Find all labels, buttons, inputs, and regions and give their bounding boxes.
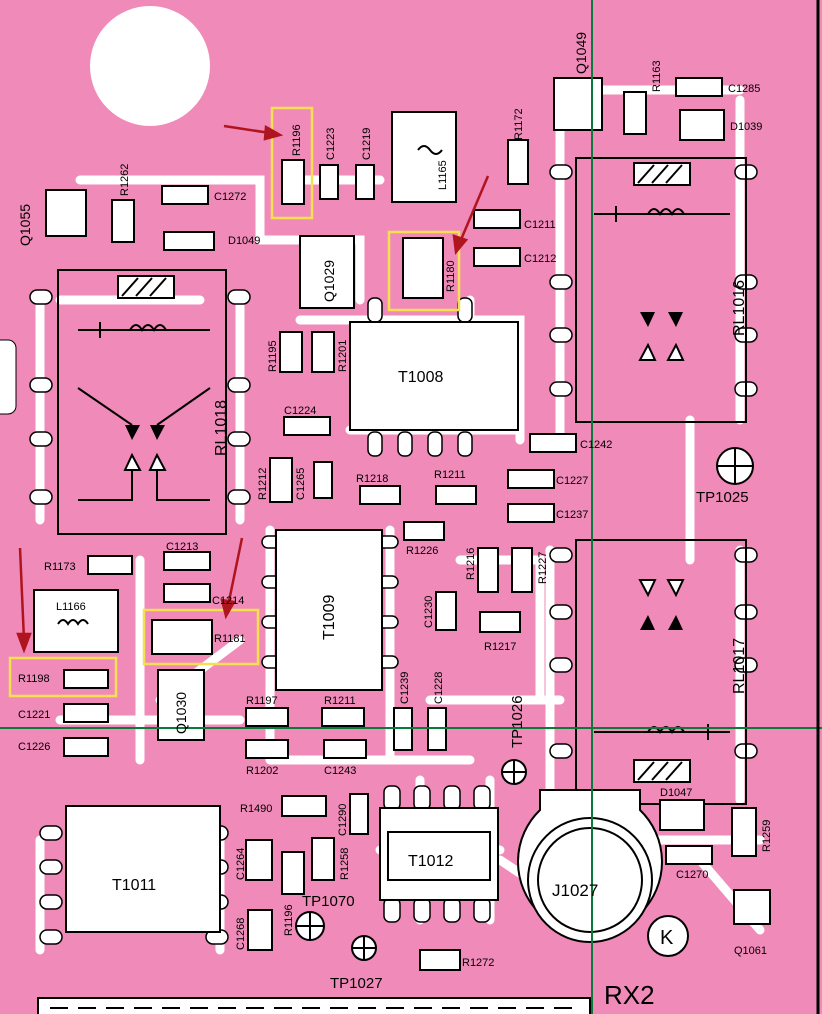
label-c1265: C1265 [295, 468, 307, 500]
l1166-coil [57, 619, 89, 626]
label-d1047: D1047 [660, 787, 692, 799]
label-l1165: L1165 [437, 160, 449, 190]
label-r1197: R1197 [246, 695, 278, 707]
label-c1230: C1230 [423, 596, 435, 628]
label-c1237: C1237 [556, 509, 588, 521]
label-c1224: C1224 [284, 405, 316, 417]
label-c1242: C1242 [580, 439, 612, 451]
t1008-body [349, 321, 519, 431]
l1165-body [391, 111, 457, 203]
label-r1218: R1218 [356, 473, 388, 485]
label-r1172: R1172 [513, 108, 525, 140]
label-r1262: R1262 [119, 164, 131, 196]
label-c1228: C1228 [433, 672, 445, 704]
relay-rl1018 [57, 269, 227, 535]
label-c1227: C1227 [556, 475, 588, 487]
label-r1181: R1181 [214, 633, 246, 645]
label-c1285: C1285 [728, 83, 760, 95]
q1061-body [733, 889, 771, 925]
label-t1011: T1011 [112, 877, 156, 894]
label-c1239: C1239 [399, 672, 411, 704]
label-c1219: C1219 [361, 128, 373, 160]
label-r1217: R1217 [484, 641, 516, 653]
label-c1264: C1264 [235, 848, 247, 880]
edge-pad [0, 339, 17, 415]
label-tp1027: TP1027 [330, 975, 383, 992]
label-r1202: R1202 [246, 765, 278, 777]
label-c1212: C1212 [524, 253, 556, 265]
label-r1227: R1227 [537, 552, 549, 584]
label-r1272: R1272 [462, 957, 494, 969]
highlights [8, 106, 461, 698]
label-rl1018: RL1018 [213, 400, 230, 456]
label-d1049: D1049 [228, 235, 260, 247]
label-d1039: D1039 [730, 121, 762, 133]
label-r1196b: R1196 [283, 904, 295, 936]
label-r1196: R1196 [291, 124, 303, 156]
label-c1223: C1223 [325, 128, 337, 160]
q1049-body [553, 77, 603, 131]
test-points [295, 447, 754, 961]
label-tp1025: TP1025 [696, 489, 749, 506]
label-q1030: Q1030 [173, 692, 189, 734]
relay-rl1016 [575, 157, 747, 423]
label-r1211: R1211 [434, 469, 466, 481]
label-r1259: R1259 [761, 820, 773, 852]
label-r1201: R1201 [337, 340, 349, 372]
label-q1049: Q1049 [573, 32, 589, 74]
bottom-outline [37, 997, 591, 1014]
label-r1258: R1258 [339, 848, 351, 880]
label-c1226: C1226 [18, 741, 50, 753]
label-c1214: C1214 [212, 595, 244, 607]
label-r1216: R1216 [465, 548, 477, 580]
q1029-body [299, 235, 355, 309]
l1165-coil [417, 145, 443, 155]
label-q1055: Q1055 [17, 204, 33, 246]
label-c1211: C1211 [524, 219, 556, 231]
label-rl1016: RL1016 [731, 280, 748, 336]
label-r1163: R1163 [651, 60, 663, 92]
mounting-hole [90, 6, 210, 126]
j1027-connector [517, 789, 663, 943]
label-c1221: C1221 [18, 709, 50, 721]
k-marker [647, 915, 689, 957]
label-c1272: C1272 [214, 191, 246, 203]
label-rx2: RX2 [604, 980, 655, 1010]
small-parts [63, 77, 757, 971]
label-t1009: T1009 [321, 595, 338, 640]
label-c1290: C1290 [337, 804, 349, 836]
label-t1012: T1012 [408, 853, 453, 870]
label-r1490: R1490 [240, 803, 272, 815]
label-c1270: C1270 [676, 869, 708, 881]
label-c1268: C1268 [235, 918, 247, 950]
label-j1027: J1027 [552, 881, 598, 900]
label-l1166: L1166 [56, 601, 86, 613]
t1012-inner [387, 831, 491, 881]
label-c1213: C1213 [166, 541, 198, 553]
label-r1198: R1198 [18, 673, 50, 685]
label-t1008: T1008 [398, 369, 443, 386]
label-r1180: R1180 [445, 260, 457, 292]
t1012-body [379, 807, 499, 901]
t1011-body [65, 805, 221, 933]
t1009-body [275, 529, 383, 691]
label-k: K [660, 927, 674, 949]
label-r1173: R1173 [44, 561, 76, 573]
label-r1212: R1212 [257, 468, 269, 500]
label-q1061: Q1061 [734, 945, 767, 957]
label-tp1070: TP1070 [302, 893, 355, 910]
q1055-body [45, 189, 87, 237]
label-r1226: R1226 [406, 545, 438, 557]
label-r1195: R1195 [267, 340, 279, 372]
label-c1243: C1243 [324, 765, 356, 777]
label-r1211b: R1211 [324, 695, 356, 707]
label-q1029: Q1029 [321, 260, 337, 302]
label-rl1017: RL1017 [731, 638, 748, 694]
arrows [16, 124, 490, 654]
label-tp1026: TP1026 [509, 695, 526, 748]
